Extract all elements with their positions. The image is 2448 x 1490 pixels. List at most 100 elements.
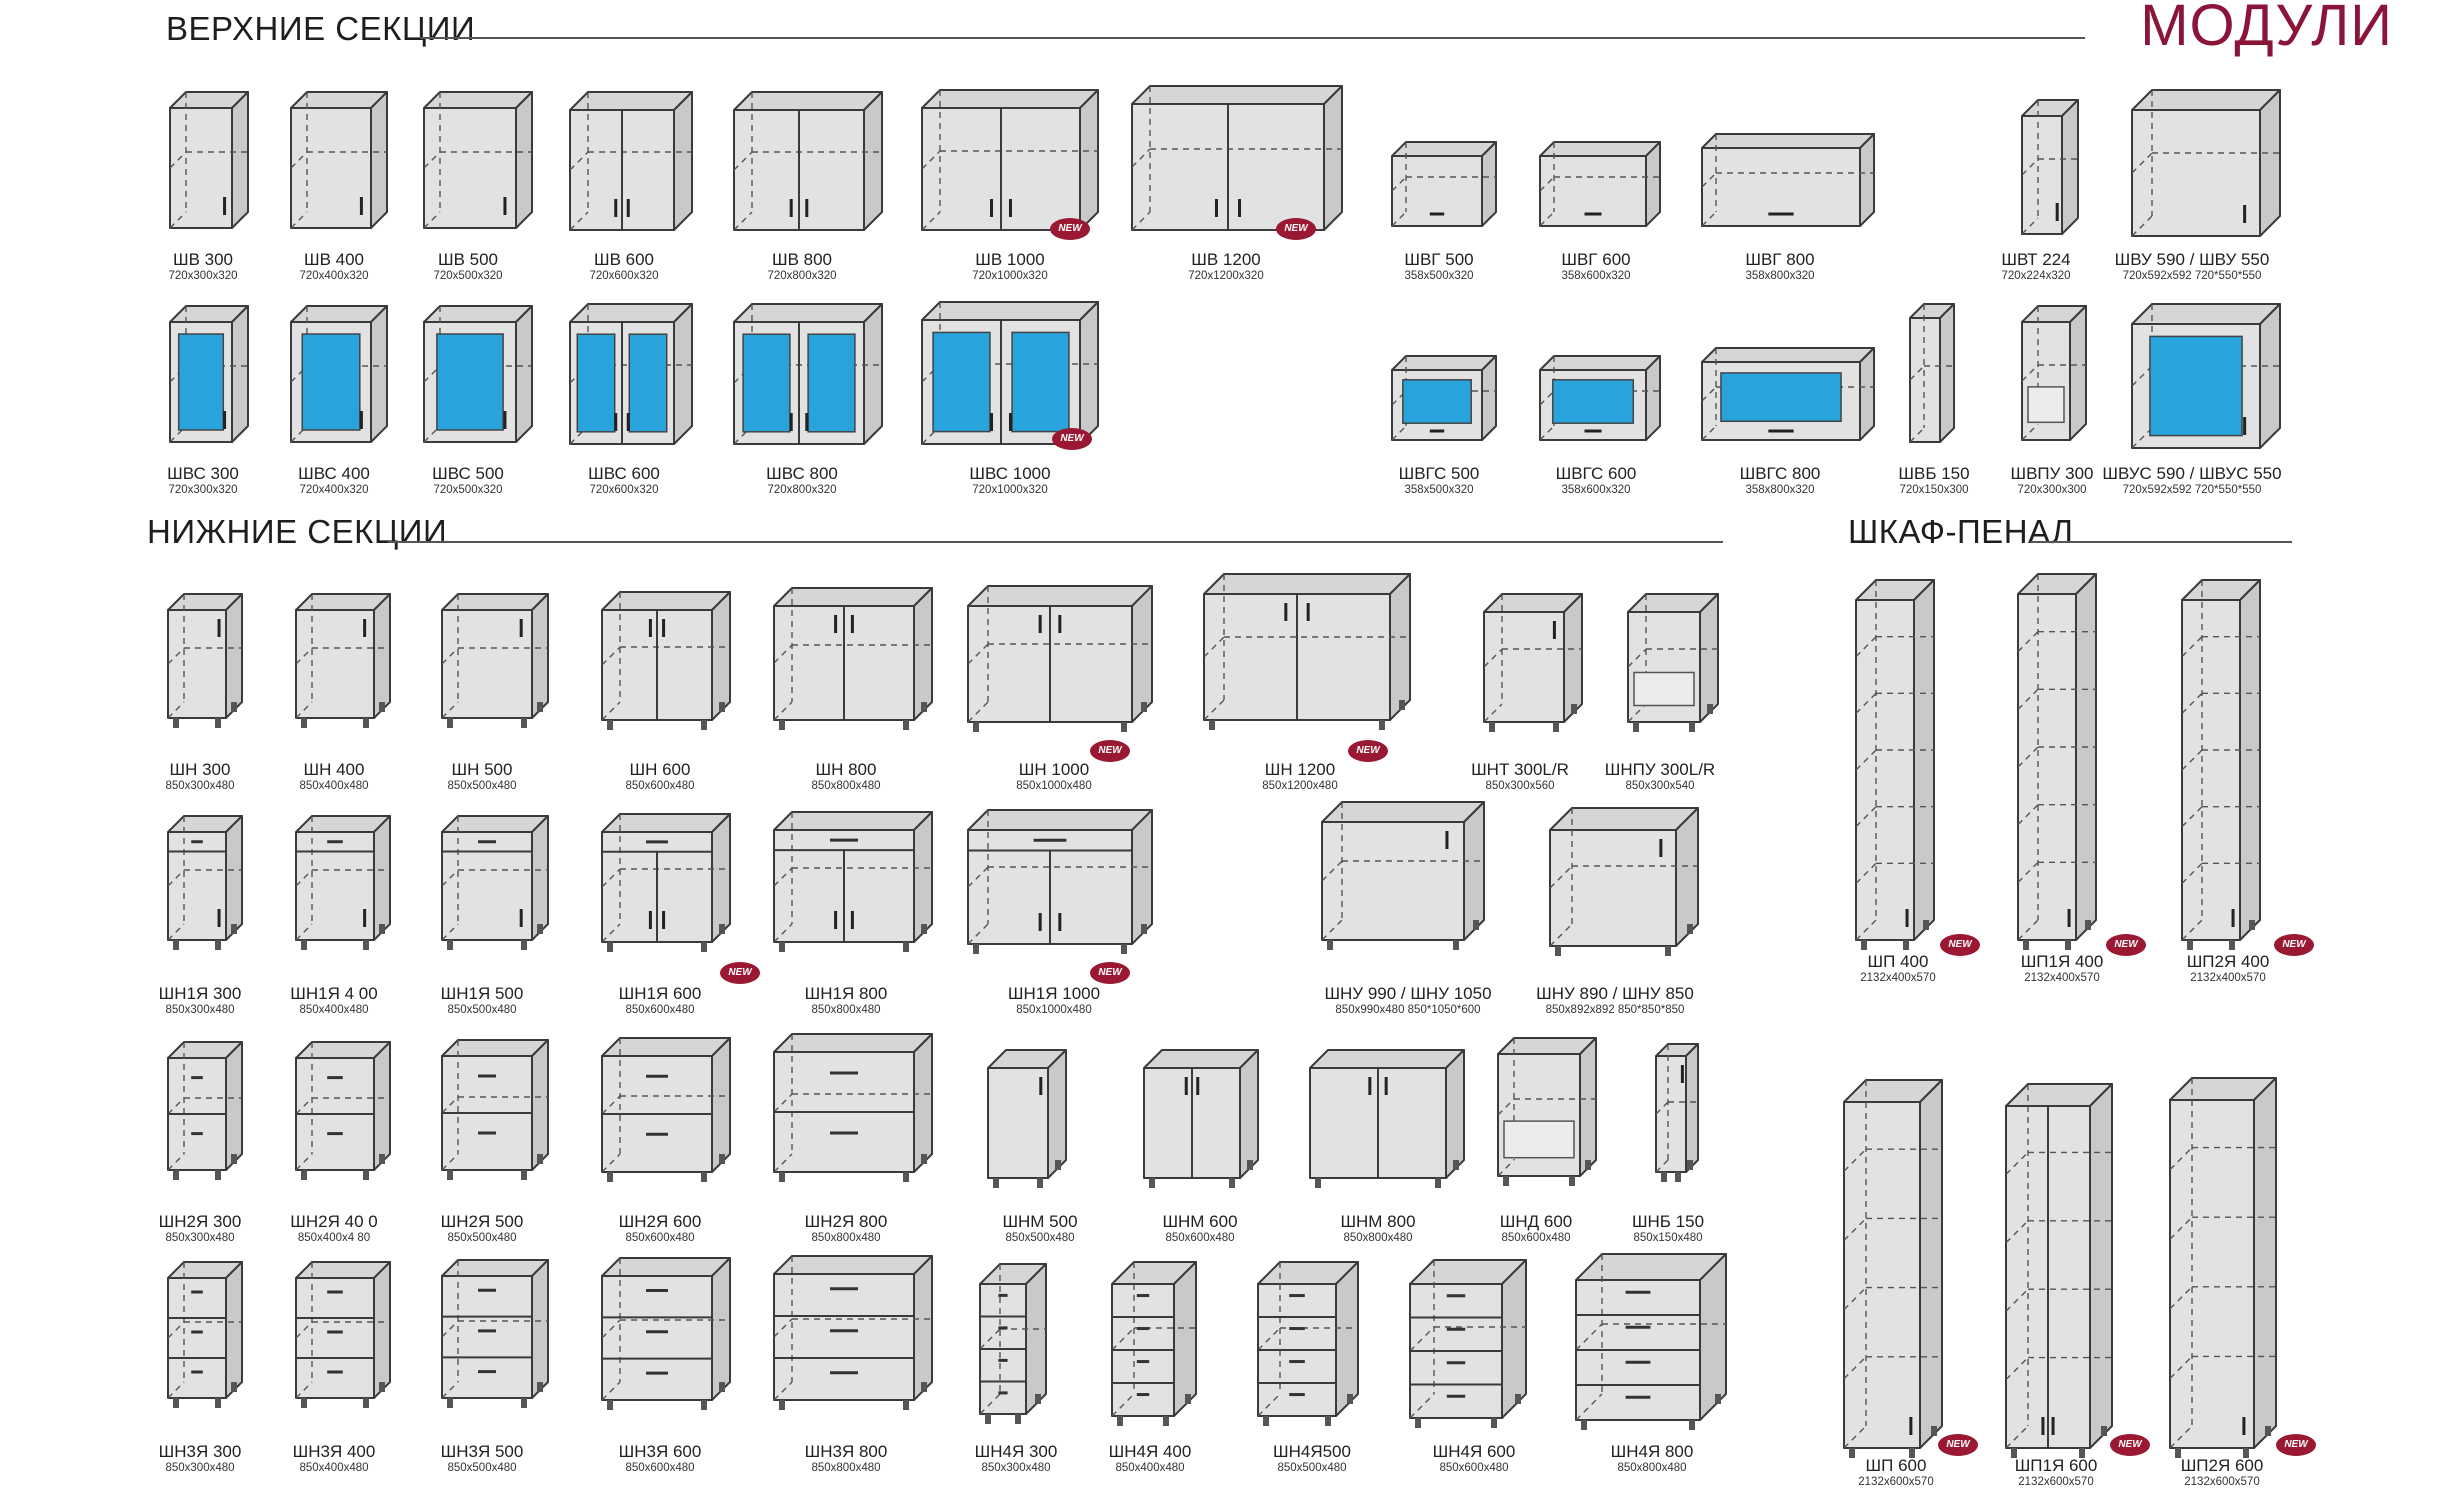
cabinet-dimensions: 720x400x320	[299, 484, 369, 496]
cabinet-drawing	[295, 815, 391, 950]
cabinet-dimensions: 850x500x480	[1005, 1232, 1075, 1244]
cabinet-item	[918, 298, 1104, 460]
cabinet-dimensions: 850x300x480	[165, 780, 235, 792]
cabinet-item	[964, 806, 1158, 960]
cabinet-model-label: ШН2Я 800	[804, 1212, 888, 1231]
cabinet-dimensions: 850x500x480	[447, 1232, 517, 1244]
cabinet-dimensions: 720x1000x320	[972, 484, 1048, 496]
cabinet-drawing	[1203, 573, 1411, 730]
cabinet-item	[1698, 130, 1880, 242]
cabinet-dimensions: 720x500x320	[433, 270, 503, 282]
cabinet-drawing	[2131, 89, 2281, 237]
cabinet-model-label: ШН4Я 600	[1432, 1442, 1516, 1461]
cabinet-item	[1852, 576, 1940, 956]
cabinet-item	[1108, 1258, 1202, 1432]
cabinet-model-label: ШНТ 300L/R	[1471, 760, 1569, 779]
cabinet-drawing	[987, 1049, 1067, 1188]
cabinet-dimensions: 2132x600x570	[1858, 1476, 1934, 1488]
cabinet-drawing	[295, 1041, 391, 1180]
cabinet-drawing	[167, 1041, 243, 1180]
cabinet-item	[1140, 1046, 1264, 1194]
cabinet-item	[292, 812, 396, 956]
cabinet-drawing	[1409, 1259, 1527, 1428]
cabinet-item	[420, 88, 538, 244]
cabinet-model-label: ШВС 1000	[969, 464, 1051, 483]
new-badge: NEW	[2110, 1434, 2150, 1456]
cabinet-drawing	[2017, 573, 2097, 950]
cabinet-dimensions: 850x892x892 850*850*850	[1545, 1004, 1685, 1016]
cabinet-model-label: ШВС 400	[298, 464, 370, 483]
cabinet-dimensions: 850x300x480	[165, 1232, 235, 1244]
cabinet-drawing	[1143, 1049, 1259, 1188]
cabinet-item	[2014, 570, 2102, 956]
cabinet-item	[166, 302, 254, 458]
cabinet-drawing	[1909, 303, 1955, 443]
cabinet-dimensions: 850x600x480	[1165, 1232, 1235, 1244]
cabinet-item	[164, 590, 248, 734]
cabinet-dimensions: 2132x400x570	[2190, 972, 2266, 984]
cabinet-dimensions: 850x500x480	[1277, 1462, 1347, 1474]
cabinet-dimensions: 850x400x480	[299, 1462, 369, 1474]
cabinet-dimensions: 850x600x480	[1501, 1232, 1571, 1244]
cabinet-model-label: ШН1Я 600	[618, 984, 702, 1003]
new-badge: NEW	[1052, 428, 1092, 450]
cabinet-item	[2166, 1074, 2282, 1464]
cabinet-dimensions: 720x592x592 720*550*550	[2122, 270, 2262, 282]
cabinet-model-label: ШНМ 600	[1162, 1212, 1238, 1231]
cabinet-item	[918, 86, 1104, 246]
cabinet-drawing	[1655, 1043, 1699, 1182]
cabinet-model-label: ШВС 600	[588, 464, 660, 483]
cabinet-drawing	[423, 305, 533, 443]
cabinet-dimensions: 2132x600x570	[2184, 1476, 2260, 1488]
cabinet-model-label: ШН 300	[169, 760, 231, 779]
cabinet-dimensions: 2132x400x570	[2024, 972, 2100, 984]
cabinet-drawing	[1575, 1253, 1727, 1430]
cabinet-dimensions: 720x800x320	[767, 270, 837, 282]
cabinet-model-label: ШН4Я 400	[1108, 1442, 1192, 1461]
cabinet-dimensions: 850x800x480	[811, 1462, 881, 1474]
cabinet-model-label: ШН3Я 800	[804, 1442, 888, 1461]
cabinet-drawing	[1843, 1079, 1943, 1458]
cabinet-drawing	[441, 593, 549, 728]
cabinet-item	[598, 588, 736, 736]
cabinet-drawing	[773, 811, 933, 952]
cabinet-item	[292, 1038, 396, 1186]
cabinet-drawing	[773, 1033, 933, 1182]
cabinet-model-label: ШН3Я 400	[292, 1442, 376, 1461]
cabinet-model-label: ШН1Я 4 00	[290, 984, 378, 1003]
cabinet-drawing	[773, 587, 933, 730]
cabinet-model-label: ШН4Я500	[1273, 1442, 1351, 1461]
cabinet-dimensions: 358x600x320	[1561, 270, 1631, 282]
cabinet-item	[164, 1258, 248, 1414]
cabinet-model-label: ШП2Я 600	[2180, 1456, 2264, 1475]
cabinet-drawing	[2005, 1083, 2113, 1458]
cabinet-drawing	[1855, 579, 1935, 950]
cabinet-item	[1200, 570, 1416, 736]
cabinet-item	[1536, 352, 1666, 456]
cabinet-dimensions: 850x800x480	[811, 780, 881, 792]
cabinet-drawing	[2131, 303, 2281, 449]
cabinet-dimensions: 358x500x320	[1404, 270, 1474, 282]
cabinet-model-label: ШН2Я 40 0	[290, 1212, 378, 1231]
cabinet-drawing	[773, 1255, 933, 1410]
cabinet-drawing	[601, 1257, 731, 1410]
lower-sections-rule	[388, 541, 1723, 543]
cabinet-drawing	[967, 809, 1153, 954]
cabinet-item	[438, 590, 554, 734]
cabinet-drawing	[169, 91, 249, 229]
cabinet-model-label: ШВ 1200	[1191, 250, 1261, 269]
cabinet-model-label: ШВБ 150	[1898, 464, 1970, 483]
new-badge: NEW	[1090, 962, 1130, 984]
cabinet-item	[1128, 82, 1348, 246]
new-badge: NEW	[1050, 218, 1090, 240]
cabinet-model-label: ШН 400	[303, 760, 365, 779]
cabinet-dimensions: 850x500x480	[447, 780, 517, 792]
cabinet-dimensions: 850x800x480	[811, 1232, 881, 1244]
cabinet-model-label: ШН3Я 500	[440, 1442, 524, 1461]
cabinet-model-label: ШВ 400	[303, 250, 364, 269]
cabinet-drawing	[1131, 85, 1343, 231]
cabinet-dimensions: 850x300x560	[1485, 780, 1555, 792]
cabinet-item	[2178, 576, 2266, 956]
cabinet-drawing	[1701, 133, 1875, 227]
